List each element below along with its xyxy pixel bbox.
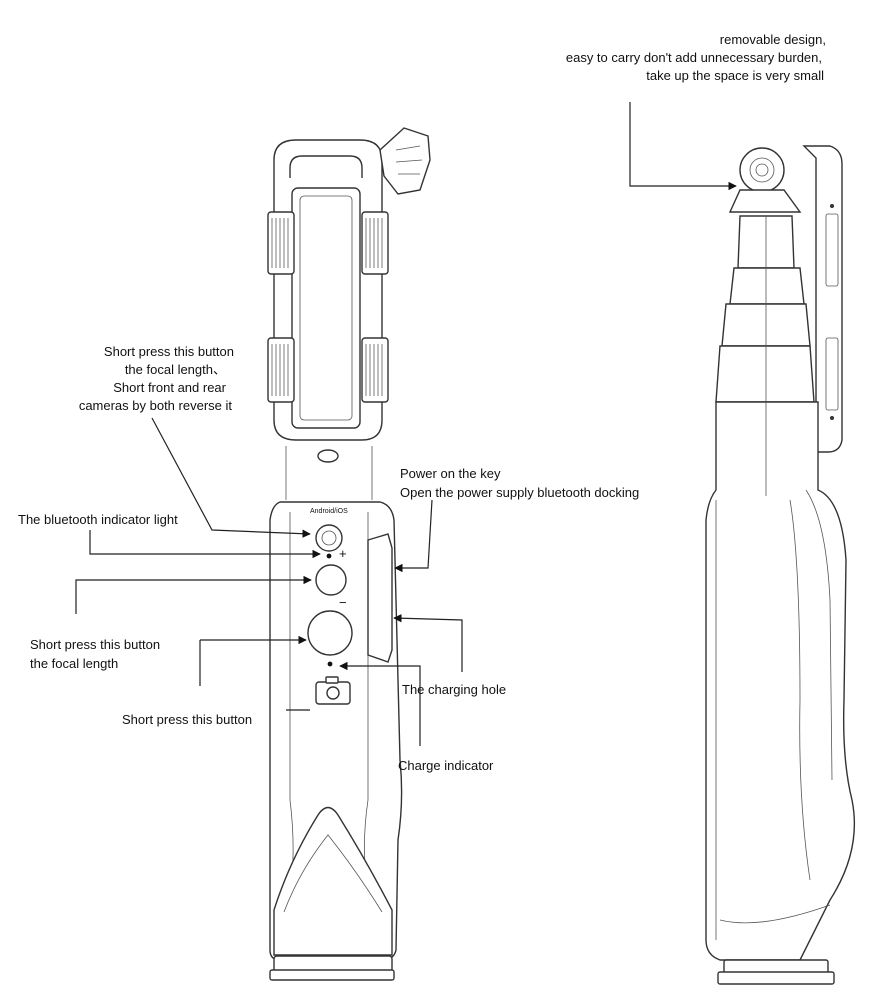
focal-length-button[interactable] xyxy=(307,610,353,656)
label-focal-reverse-1: Short press this button xyxy=(104,344,234,359)
android-ios-label: Android/iOS xyxy=(310,508,348,515)
label-removable-3: take up the space is very small xyxy=(646,68,824,83)
bluetooth-indicator-dot xyxy=(326,553,332,559)
minus-label: − xyxy=(339,595,347,610)
leader-lines xyxy=(75,102,737,746)
label-focal-reverse-3: Short front and rear xyxy=(113,380,226,395)
label-charging-hole: The charging hole xyxy=(402,682,506,697)
side-view-device xyxy=(705,145,856,985)
front-view-device: Android/iOS + − xyxy=(267,127,431,981)
label-removable-2: easy to carry don't add unnecessary burd… xyxy=(566,50,822,65)
label-focal-reverse-4: cameras by both reverse it xyxy=(79,398,233,413)
label-focal-1: Short press this button xyxy=(30,637,160,652)
side-handle xyxy=(705,401,856,961)
plus-label: + xyxy=(339,546,347,561)
side-switch[interactable] xyxy=(367,533,393,663)
labels: removable design, easy to carry don't ad… xyxy=(18,32,826,773)
label-bluetooth-light: The bluetooth indicator light xyxy=(18,512,178,527)
power-button[interactable] xyxy=(315,564,347,596)
label-power-2: Open the power supply bluetooth docking xyxy=(400,485,639,500)
camera-icon xyxy=(315,676,351,705)
charge-indicator-dot xyxy=(327,661,333,667)
label-focal-reverse-2: the focal length、 xyxy=(125,362,226,377)
handle-flare xyxy=(273,806,393,956)
label-power-1: Power on the key xyxy=(400,466,501,481)
side-grips xyxy=(267,211,389,403)
phone-holder-plate xyxy=(291,187,361,429)
focal-reverse-button[interactable] xyxy=(315,524,343,552)
label-charge-indicator: Charge indicator xyxy=(398,758,494,773)
label-focal-2: the focal length xyxy=(30,656,118,671)
label-shutter: Short press this button xyxy=(122,712,252,727)
side-clamp xyxy=(802,145,843,453)
tripod-head xyxy=(739,147,785,193)
label-removable-1: removable design, xyxy=(720,32,826,47)
